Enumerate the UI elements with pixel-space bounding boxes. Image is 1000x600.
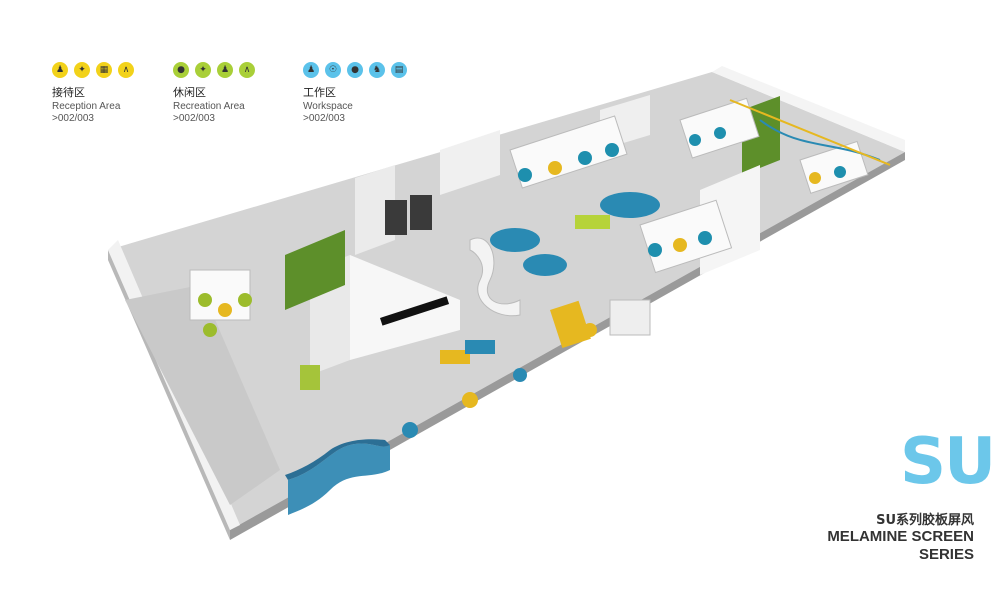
reception-desk-top (285, 439, 390, 480)
hanger-icon: ∧ (118, 62, 134, 78)
legend-title-en: Reception Area (52, 101, 121, 112)
back-wall-rear (712, 66, 905, 152)
legend-title-en: Workspace (303, 101, 353, 112)
gathering-icon: ✦ (195, 62, 211, 78)
headset-icon: ☉ (325, 62, 341, 78)
series-title-zh: SU系列胶板屏风 (876, 513, 974, 528)
partition-graphic (380, 296, 450, 326)
person-desk-icon: ♞ (369, 62, 385, 78)
legend-workspace: ♟ ☉ ● ♞ ▤ 工作区 Workspace >002/003 (303, 62, 407, 124)
partition (350, 255, 460, 360)
workstations-left (189, 269, 252, 337)
wall-graphic (729, 99, 891, 166)
legend-reception: ♟ ✦ ▦ ∧ 接待区 Reception Area >002/003 (52, 62, 134, 124)
meeting-icon: ● (347, 62, 363, 78)
legend-recreation: ● ✦ ♟ ∧ 休闲区 Recreation Area >002/003 (173, 62, 255, 124)
person-icon: ♟ (303, 62, 319, 78)
legend-code: >002/003 (173, 113, 215, 124)
handshake-icon: ✦ (74, 62, 90, 78)
legend-title-en: Recreation Area (173, 101, 245, 112)
reception-desk (288, 443, 390, 515)
legend-icons: ♟ ☉ ● ♞ ▤ (303, 62, 407, 80)
workstations-center (509, 115, 628, 189)
briefcase-icon: ▦ (96, 62, 112, 78)
legend-title-zh: 接待区 (52, 86, 85, 99)
printer-icon: ▤ (391, 62, 407, 78)
legend-icons: ● ✦ ♟ ∧ (173, 62, 255, 80)
brand-mark: SU (900, 425, 996, 499)
workstations-right (639, 97, 869, 274)
series-title: SU系列胶板屏风 MELAMINE SCREEN SERIES (827, 509, 974, 564)
bulb-icon: ● (173, 62, 189, 78)
partition (440, 130, 500, 195)
walkway (125, 285, 280, 505)
hanger-icon: ∧ (239, 62, 255, 78)
people-icon: ♟ (52, 62, 68, 78)
legend-code: >002/003 (52, 113, 94, 124)
legend-code: >002/003 (303, 113, 345, 124)
series-title-en-line2: SERIES (918, 546, 974, 563)
legend-icons: ♟ ✦ ▦ ∧ (52, 62, 134, 80)
floor-slab (108, 72, 905, 530)
legend-title-zh: 工作区 (303, 86, 336, 99)
green-wall (285, 230, 345, 310)
legend-title-zh: 休闲区 (173, 86, 206, 99)
lounge-seating (300, 192, 660, 438)
series-title-en-line1: MELAMINE SCREEN (827, 528, 974, 545)
people-icon: ♟ (217, 62, 233, 78)
